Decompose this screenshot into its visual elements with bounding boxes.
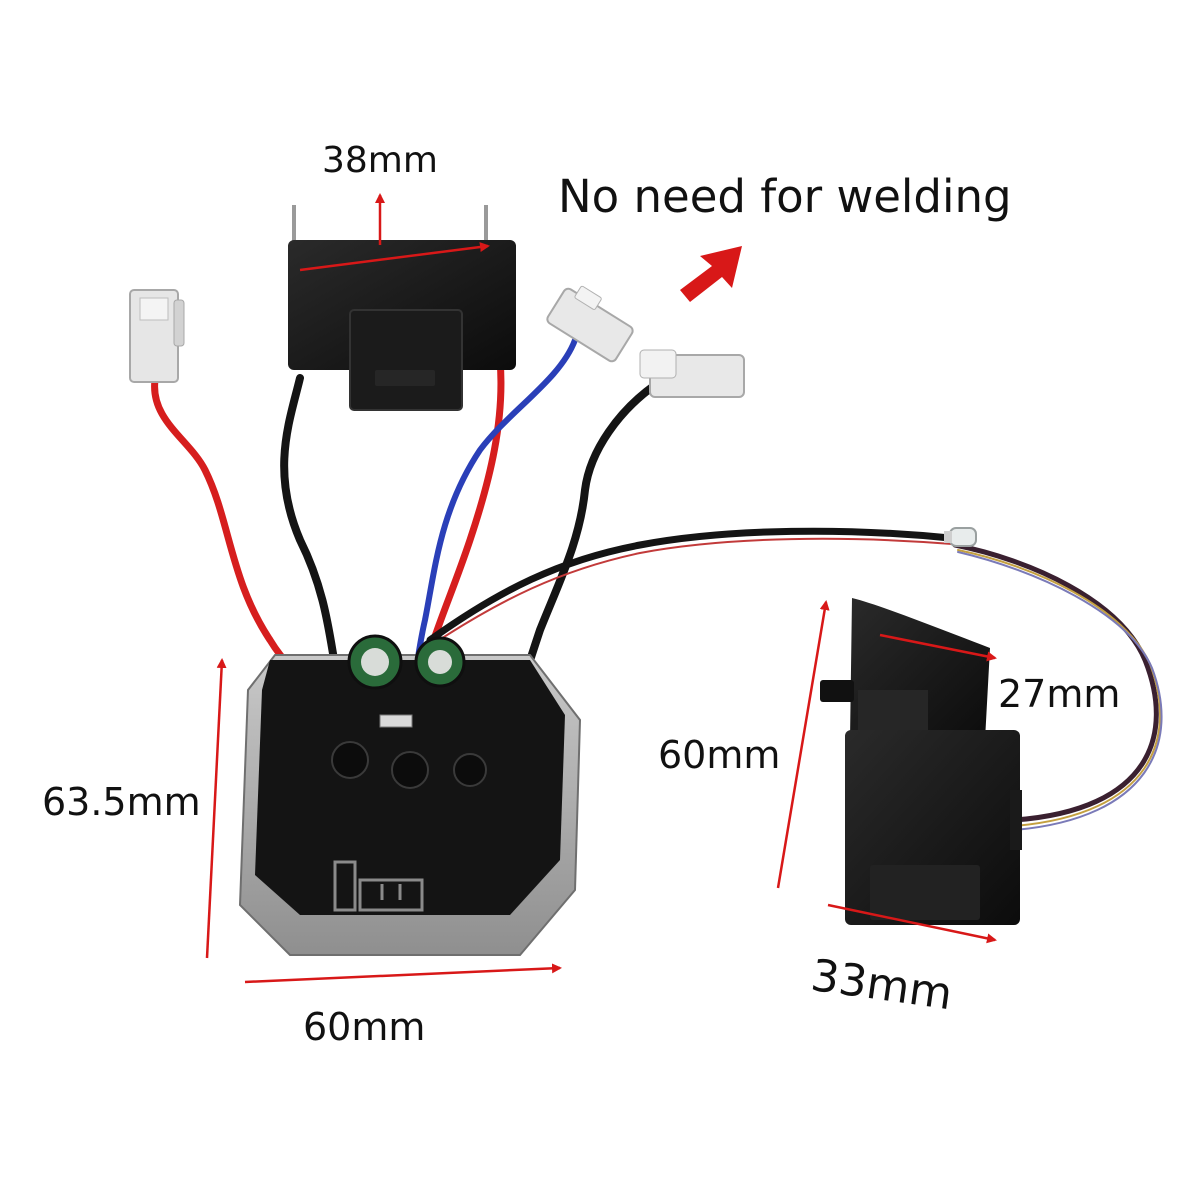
arrow-trigger-width [879, 633, 997, 662]
arrow-relay-width [299, 242, 490, 272]
left-white-connector [129, 289, 185, 383]
label-board-width: 60mm [303, 1005, 426, 1049]
relay-module [288, 205, 516, 411]
harness-to-switch [952, 542, 1159, 823]
black-wire-relay [280, 374, 344, 694]
led-component [944, 527, 977, 547]
arrow-switch-width [827, 903, 997, 944]
arrow-switch-height [776, 600, 830, 889]
arrow-board-width [244, 963, 562, 984]
trigger-switch [820, 598, 1022, 925]
label-trigger-width: 27mm [998, 672, 1121, 716]
arrow-board-height [205, 658, 227, 959]
label-switch-height: 60mm [658, 733, 781, 777]
upper-white-connector [546, 285, 634, 363]
label-board-height: 63.5mm [42, 780, 201, 824]
harness-to-led [426, 527, 954, 644]
right-white-connector [639, 349, 745, 398]
controller-board [238, 634, 582, 956]
welding-arrow [680, 246, 742, 302]
headline-text: No need for welding [558, 170, 1012, 223]
dimension-arrows [205, 193, 997, 984]
label-relay-width: 38mm [322, 140, 438, 181]
